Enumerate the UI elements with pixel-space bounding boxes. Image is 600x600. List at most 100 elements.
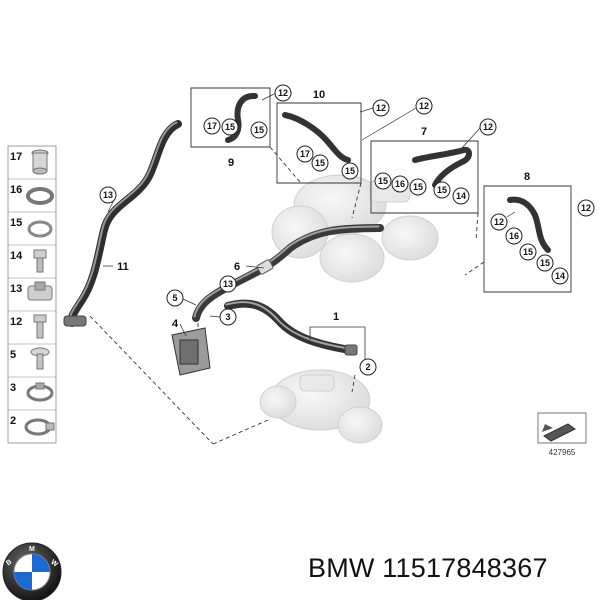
- bracket-4: [171, 327, 211, 376]
- legend-item-number: 14: [10, 250, 23, 262]
- callout-circle: [311, 154, 329, 172]
- hose-10: [282, 112, 351, 163]
- hose-1: [224, 299, 358, 356]
- o-ring-icon: [26, 187, 54, 205]
- callout-circle: [274, 84, 292, 102]
- part-label-6: 6: [234, 261, 240, 273]
- callout-number: 13: [103, 190, 113, 200]
- legend-item-number: 16: [10, 184, 22, 196]
- legend-item-number: 13: [10, 283, 22, 295]
- callout-circle: [433, 181, 451, 199]
- callout-number: 15: [225, 122, 235, 132]
- hose-8: [507, 196, 551, 253]
- hose-clamp-icon: [27, 281, 53, 301]
- callout-circle: [505, 227, 523, 245]
- callout-circle: [519, 243, 537, 261]
- callout-circle: [221, 118, 239, 136]
- callout-number: 12: [278, 88, 288, 98]
- parts-legend: 17 16 15 14 13 12 5 3 2: [7, 145, 57, 444]
- svg-text:W: W: [49, 559, 59, 569]
- callout-circle: [296, 145, 314, 163]
- callout-number: 15: [437, 185, 447, 195]
- bolt-icon: [33, 314, 47, 339]
- callout-number: 15: [378, 176, 388, 186]
- callout-number: 12: [376, 103, 386, 113]
- callout-number: 15: [254, 125, 264, 135]
- callout-circle: [359, 358, 377, 376]
- callout-number: 13: [223, 279, 233, 289]
- dashed-connectors: [89, 146, 485, 445]
- callout-number: 14: [456, 191, 466, 201]
- callout-number: 16: [395, 179, 405, 189]
- part-label-9: 9: [228, 157, 234, 169]
- reference-number: 427965: [549, 448, 576, 457]
- callout-circle: [341, 162, 359, 180]
- callout-circle: [490, 213, 508, 231]
- callout-circle: [391, 175, 409, 193]
- legend-item-number: 3: [10, 382, 16, 394]
- callout-circle: [250, 121, 268, 139]
- hose-9: [225, 93, 258, 143]
- part-label-11: 11: [117, 261, 129, 273]
- orientation-reference: 427965: [537, 412, 587, 457]
- callout-circle: [536, 254, 554, 272]
- orientation-arrow-icon: [543, 423, 576, 442]
- part-label-1: 1: [333, 311, 339, 323]
- brand-name: BMW: [308, 553, 375, 583]
- seal-ring-icon: [27, 220, 53, 238]
- part-label-8: 8: [524, 171, 530, 183]
- spring-clamp-icon: [26, 382, 54, 402]
- callout-circle: [452, 187, 470, 205]
- callouts: 12 17 15 15 12 12 17 15 15 12 15 16 15 1…: [99, 84, 595, 376]
- callout-circle: [374, 172, 392, 190]
- callout-number: 15: [413, 182, 423, 192]
- callout-circle: [551, 267, 569, 285]
- callout-number: 15: [345, 166, 355, 176]
- callout-circle: [219, 308, 237, 326]
- callout-circle: [415, 97, 433, 115]
- part-caption: BMW 11517848367: [308, 553, 548, 584]
- hollow-bolt-icon: [33, 249, 47, 273]
- part-labels: 1 4 6 7 8 9 10 11: [103, 89, 530, 362]
- callout-number: 15: [315, 158, 325, 168]
- bmw-logo: B M W: [2, 542, 62, 600]
- band-clamp-icon: [24, 418, 55, 436]
- svg-text:M: M: [29, 546, 35, 553]
- legend-item-number: 12: [10, 316, 22, 328]
- callout-number: 14: [555, 271, 565, 281]
- callout-circle: [409, 178, 427, 196]
- legend-item-number: 17: [10, 151, 22, 163]
- svg-text:B: B: [5, 559, 13, 568]
- part-number: 11517848367: [382, 553, 548, 583]
- callout-circle: [577, 199, 595, 217]
- callout-number: 3: [225, 312, 230, 322]
- callout-number: 12: [581, 203, 591, 213]
- detail-box-8: [483, 185, 572, 293]
- turbocharger-lower: [259, 369, 383, 444]
- callout-number: 12: [494, 217, 504, 227]
- part-label-4: 4: [172, 318, 179, 330]
- callout-circle: [372, 99, 390, 117]
- callout-number: 17: [207, 121, 217, 131]
- hose-7: [412, 146, 472, 188]
- callout-number: 12: [419, 101, 429, 111]
- callout-circle: [99, 186, 117, 204]
- callout-circle: [219, 275, 237, 293]
- callout-number: 15: [523, 247, 533, 257]
- callout-circle: [479, 118, 497, 136]
- callout-number: 15: [540, 258, 550, 268]
- legend-item-number: 2: [10, 415, 16, 427]
- callout-number: 5: [172, 293, 177, 303]
- legend-item-number: 15: [10, 217, 22, 229]
- callout-number: 12: [483, 122, 493, 132]
- sleeve-icon: [31, 149, 49, 175]
- part-label-10: 10: [313, 89, 325, 101]
- callout-number: 2: [365, 362, 370, 372]
- legend-item-number: 5: [10, 349, 16, 361]
- callout-number: 16: [509, 231, 519, 241]
- screw-icon: [30, 347, 50, 370]
- part-label-7: 7: [421, 126, 427, 138]
- hose-6: [192, 224, 384, 322]
- callout-circle: [166, 289, 184, 307]
